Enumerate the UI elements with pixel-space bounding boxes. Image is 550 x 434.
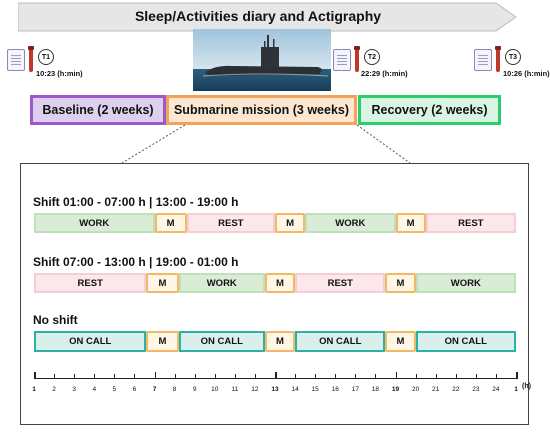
axis-tick — [516, 372, 518, 379]
axis-tick-label: 23 — [472, 386, 480, 393]
meal-block: M — [264, 273, 296, 293]
axis-tick — [154, 372, 156, 379]
axis-tick — [495, 374, 497, 379]
axis-tick — [275, 372, 277, 379]
axis-tick — [114, 374, 116, 379]
axis-tick-label: 15 — [311, 386, 319, 393]
work-block: WORK — [34, 213, 155, 233]
meal-block: M — [385, 273, 416, 293]
axis-tick — [395, 372, 397, 379]
axis-tick-label: 22 — [452, 386, 460, 393]
meal-block: M — [395, 213, 426, 233]
axis-tick — [134, 374, 136, 379]
axis-tick — [74, 374, 76, 379]
axis-tick-label: 11 — [231, 386, 239, 393]
axis-unit: (h) — [522, 383, 531, 390]
meal-block: M — [385, 331, 416, 352]
meal-block: M — [275, 213, 306, 233]
call-block: ON CALL — [415, 331, 516, 352]
timepoint-time: 22:29 (h:min) — [361, 69, 408, 78]
timepoint-time: 10:26 (h:min) — [503, 69, 550, 78]
phase-baseline: Baseline (2 weeks) — [30, 95, 166, 125]
work-block: WORK — [415, 273, 516, 293]
diagram-title: Sleep/Activities diary and Actigraphy — [134, 8, 382, 24]
shift-title: Shift 07:00 - 13:00 h | 19:00 - 01:00 h — [33, 255, 239, 269]
axis-tick-label: 5 — [112, 386, 117, 393]
axis-tick — [54, 374, 56, 379]
rest-block: REST — [295, 273, 386, 293]
axis-tick — [415, 374, 417, 379]
meal-block: M — [146, 273, 179, 293]
axis-tick-label: 3 — [72, 386, 76, 393]
axis-tick-label: 1 — [514, 386, 518, 393]
shift-schedule-panel — [20, 163, 529, 425]
axis-tick — [254, 374, 256, 379]
axis-tick — [194, 374, 196, 379]
axis-tick-label: 8 — [172, 386, 177, 393]
blood-tube-icon — [354, 46, 360, 72]
meal-block: M — [146, 331, 179, 352]
axis-tick — [315, 374, 317, 379]
axis-tick-label: 2 — [52, 386, 56, 393]
axis-tick-label: 9 — [192, 386, 197, 393]
call-block: ON CALL — [295, 331, 386, 352]
rest-block: REST — [425, 213, 516, 233]
timepoint-label: T2 — [364, 49, 380, 65]
axis-tick — [435, 374, 437, 379]
axis-tick — [94, 374, 96, 379]
axis-tick — [335, 374, 337, 379]
call-block: ON CALL — [178, 331, 265, 352]
axis-tick — [174, 374, 176, 379]
axis-tick-label: 10 — [211, 386, 219, 393]
axis-tick-label: 19 — [391, 386, 400, 393]
axis-tick-label: 1 — [32, 386, 36, 393]
phase-submarine-mission: Submarine mission (3 weeks) — [166, 95, 357, 125]
axis-tick-label: 12 — [251, 386, 259, 393]
axis-tick-label: 17 — [351, 386, 359, 393]
meal-block: M — [264, 331, 296, 352]
timepoint-label: T3 — [505, 49, 521, 65]
work-block: WORK — [178, 273, 265, 293]
axis-tick-label: 21 — [432, 386, 440, 393]
axis-tick-label: 7 — [152, 386, 157, 393]
blood-tube-icon — [495, 46, 501, 72]
timepoint-label: T1 — [38, 49, 54, 65]
timepoint-time: 10:23 (h:min) — [36, 69, 83, 78]
blood-tube-icon — [28, 46, 34, 72]
shift-title: Shift 01:00 - 07:00 h | 13:00 - 19:00 h — [33, 195, 239, 209]
axis-tick — [475, 374, 477, 379]
diary-icon — [333, 49, 351, 71]
meal-block: M — [154, 213, 187, 233]
axis-tick — [355, 374, 357, 379]
call-block: ON CALL — [34, 331, 147, 352]
axis-tick — [295, 374, 297, 379]
timeline-arrow — [18, 2, 517, 32]
axis-tick-label: 14 — [291, 386, 299, 393]
axis-tick-label: 24 — [492, 386, 500, 393]
axis-tick-label: 13 — [271, 386, 279, 393]
axis-tick-label: 20 — [411, 386, 420, 393]
axis-tick — [214, 374, 216, 379]
axis-tick — [455, 374, 457, 379]
rest-block: REST — [186, 213, 275, 233]
shift-title: No shift — [33, 313, 78, 327]
rest-block: REST — [34, 273, 147, 293]
axis-tick-label: 4 — [92, 386, 97, 393]
phase-recovery: Recovery (2 weeks) — [358, 95, 501, 125]
axis-tick-label: 16 — [331, 386, 339, 393]
submarine-photo — [193, 29, 331, 91]
axis-tick — [375, 374, 377, 379]
axis-tick-label: 18 — [371, 386, 380, 393]
work-block: WORK — [305, 213, 396, 233]
diary-icon — [7, 49, 25, 71]
axis-tick-label: 6 — [132, 386, 137, 393]
axis-tick — [234, 374, 236, 379]
axis-tick — [34, 372, 36, 379]
diary-icon — [474, 49, 492, 71]
